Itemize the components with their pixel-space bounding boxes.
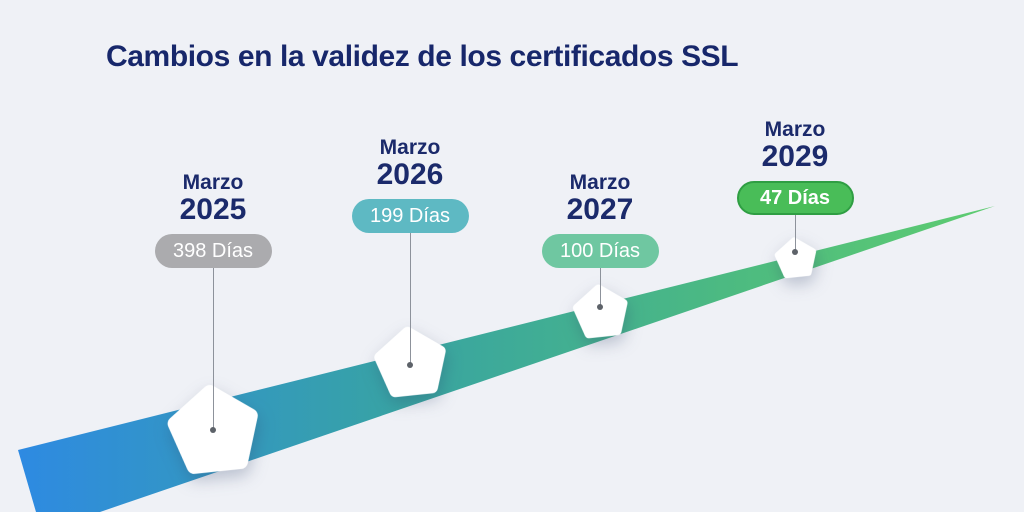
duration-badge-label: 398 Días [172,239,254,262]
duration-badge-label: 199 Días [369,204,451,227]
connector-dot-2029 [792,249,798,255]
connector-line-2029 [794,213,796,252]
duration-badge: 398 Días [154,234,272,269]
milestone-month-label: Marzo [569,171,631,194]
milestone-2026: Marzo 2026 199 Días [315,136,505,234]
duration-badge: 199 Días [351,199,469,234]
milestone-2027: Marzo 2027 100 Días [505,171,695,269]
connector-line-2025 [212,264,214,430]
duration-badge: 47 Días [736,181,854,216]
milestone-year-label: 2027 [566,193,634,227]
duration-badge-label: 47 Días [759,186,831,209]
milestone-year-label: 2026 [376,158,444,192]
connector-dot-2027 [597,304,603,310]
connector-line-2027 [599,265,601,307]
ribbon-wedge-shape [18,206,995,512]
connector-dot-2026 [407,362,413,368]
milestone-month-label: Marzo [379,136,441,159]
duration-badge: 100 Días [541,234,659,269]
milestone-2029: Marzo 2029 47 Días [700,118,890,216]
page-title: Cambios en la validez de los certificado… [106,40,739,73]
pentagon-marker-2029 [774,237,817,279]
connector-dot-2025 [210,427,216,433]
milestone-month-label: Marzo [764,118,826,141]
milestone-year-label: 2025 [179,193,247,227]
milestone-month-label: Marzo [182,171,244,194]
duration-badge-label: 100 Días [559,239,641,262]
milestone-year-label: 2029 [761,140,829,174]
pentagon-marker-2027 [572,284,628,339]
connector-line-2026 [409,229,411,365]
milestone-2025: Marzo 2025 398 Días [118,171,308,269]
